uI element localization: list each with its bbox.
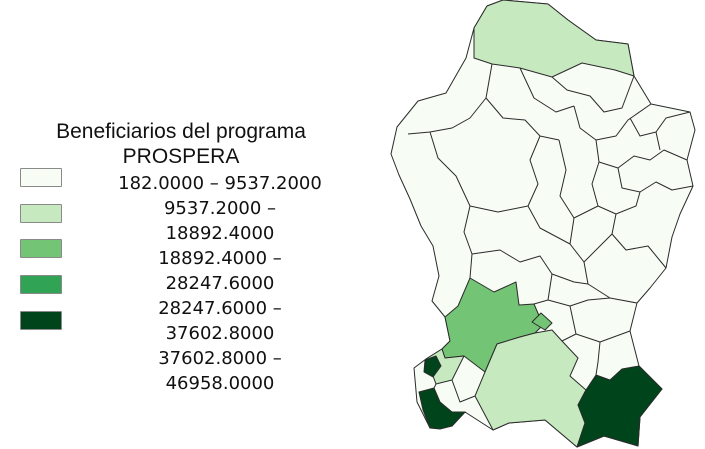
legend-label-line: 37602.8000 (165, 323, 275, 344)
boundary-line (451, 379, 476, 403)
boundary-line (485, 97, 560, 141)
boundary-line (547, 297, 611, 307)
boundary-line (407, 63, 493, 135)
boundary-line (433, 383, 437, 389)
boundary-line (583, 261, 638, 304)
boundary-line (573, 103, 652, 141)
legend-labels: 182.0000 – 9537.2000 9537.2000 – 18892.4… (95, 171, 345, 396)
legend-swatch (20, 204, 62, 223)
legend-label-line: 18892.4000 – (158, 248, 282, 269)
boundary-line (569, 217, 613, 263)
legend-label-line: 9537.2000 – (163, 198, 277, 219)
boundary-line (617, 167, 694, 193)
boundary-line (551, 75, 635, 113)
boundary-line (519, 67, 575, 113)
legend-title-line-1: Beneficiarios del programa (56, 120, 306, 143)
region-southeast-dark (576, 365, 663, 448)
legend-swatch (20, 239, 62, 258)
boundary-line (611, 213, 667, 269)
region-small-central (531, 312, 553, 331)
region-west-dark (423, 355, 442, 378)
legend-label-line: 18892.4000 (165, 223, 275, 244)
boundary-line (655, 131, 661, 151)
legend-label-line: 28247.6000 (165, 273, 275, 294)
boundary-line (595, 341, 601, 376)
legend-label-line: 28247.6000 – (158, 298, 282, 319)
municipal-boundaries (407, 63, 694, 403)
map-regions (390, 0, 696, 448)
boundary-line (469, 205, 529, 213)
legend-title: Beneficiarios del programa PROSPERA (0, 119, 362, 169)
legend-swatch (20, 311, 62, 330)
legend-label-line: 37602.8000 – (158, 348, 282, 369)
region-north-strip (473, 0, 635, 78)
legend-title-line-2: PROSPERA (122, 145, 240, 168)
region-southwest-dark (418, 387, 466, 430)
legend-label-line: 182.0000 – 9537.2000 (118, 173, 322, 194)
legend-swatch (20, 275, 62, 294)
boundary-line (527, 135, 571, 245)
boundary-line (591, 161, 641, 215)
legend-swatch (20, 168, 62, 187)
boundary-line (558, 139, 599, 219)
legend-label-line: 46958.0000 (165, 373, 275, 394)
boundary-line (551, 273, 589, 285)
